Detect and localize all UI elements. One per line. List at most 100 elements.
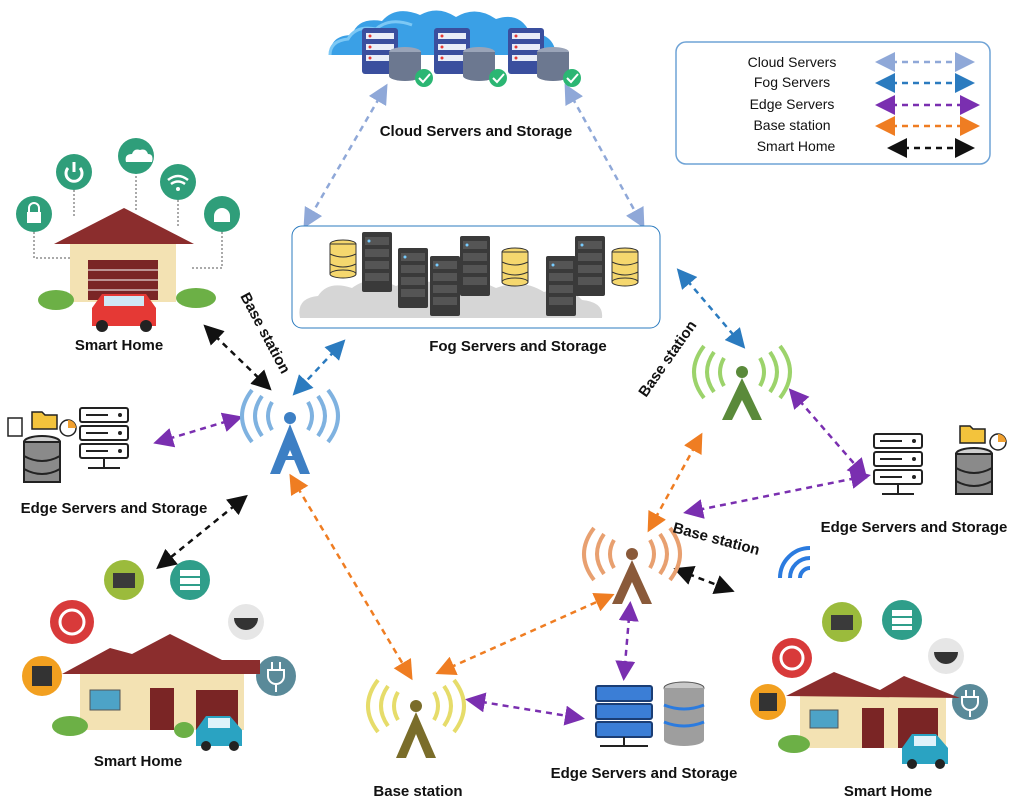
home-bottom-right-label: Smart Home — [844, 783, 932, 800]
base-station-center: Base station — [582, 519, 811, 604]
legend-item-home: Smart Home — [757, 138, 975, 158]
fog-database-1-icon — [329, 239, 357, 279]
power-icon — [56, 154, 92, 190]
arrow-cloud-fog-right — [564, 83, 645, 229]
camera-icon — [228, 604, 264, 640]
bs-bottom-label: Base station — [373, 783, 462, 800]
smart-home-bottom-right: Smart Home — [750, 600, 988, 800]
arrow-bsleft-bsbottom — [289, 473, 413, 681]
cloud-icon — [118, 138, 154, 174]
cloud-label: Cloud Servers and Storage — [380, 123, 573, 140]
edge-bottom-label: Edge Servers and Storage — [551, 765, 738, 782]
edge-servers-right: Edge Servers and Storage — [821, 425, 1008, 536]
base-station-bottom: Base station — [366, 678, 466, 800]
alarm-icon — [204, 196, 240, 232]
oven-icon — [750, 684, 786, 720]
oven-icon — [22, 656, 62, 696]
fog-label: Fog Servers and Storage — [429, 338, 607, 355]
bs-left-label: Base station — [236, 290, 293, 377]
cloud-server-2-icon — [434, 28, 507, 87]
tv-icon — [822, 602, 862, 642]
database-icon — [955, 447, 993, 495]
bs-right-label: Base station — [635, 317, 700, 400]
server-stack-icon — [873, 433, 923, 495]
tower-body — [612, 560, 652, 604]
car-icon — [902, 734, 948, 769]
antenna-tower-icon — [582, 526, 682, 582]
arrow-bsbottom-edge-bottom — [465, 692, 585, 726]
legend-label: Fog Servers — [754, 74, 830, 90]
tower-body — [270, 424, 310, 474]
database-icon — [663, 681, 705, 746]
database-icon — [23, 435, 61, 483]
tower-body — [396, 712, 436, 758]
fog-server-6-icon — [575, 236, 605, 296]
legend-item-edge: Edge Servers — [750, 95, 980, 115]
arrow-home-bs-left — [203, 324, 272, 391]
server-stack-icon — [595, 685, 653, 747]
arrow-bs-home-left — [156, 494, 248, 570]
document-icon — [7, 417, 23, 437]
legend-item-fog: Fog Servers — [754, 73, 975, 93]
server-icon — [882, 600, 922, 640]
wifi-icon — [778, 546, 811, 579]
pie-chart-icon — [989, 433, 1007, 451]
tv-icon — [104, 560, 144, 600]
folder-icon — [959, 425, 986, 444]
bs-center-label: Base station — [671, 519, 762, 559]
cloud-server-1-icon — [362, 28, 433, 87]
antenna-tower-icon — [692, 344, 792, 400]
legend-item-cloud: Cloud Servers — [748, 52, 975, 72]
folder-icon — [31, 411, 58, 430]
cloud-servers-node: Cloud Servers and Storage — [328, 10, 581, 140]
home-bottom-left-label: Smart Home — [94, 753, 182, 770]
antenna-tower-icon — [366, 678, 466, 734]
camera-icon — [928, 638, 964, 674]
house-icon — [778, 672, 960, 753]
fog-database-2-icon — [501, 247, 529, 287]
arrow-fog-bs-left — [292, 339, 346, 396]
cloud-server-3-icon — [508, 28, 581, 87]
fan-icon — [772, 638, 812, 678]
legend-label: Base station — [753, 117, 830, 133]
arrow-bscenter-home-right — [673, 566, 735, 594]
arrow-bsright-edge-right — [788, 388, 868, 479]
smart-home-top-left: Smart Home — [16, 138, 240, 354]
car-icon — [196, 716, 242, 751]
arrow-bsbottom-bscenter — [435, 592, 615, 676]
legend-item-bs: Base station — [753, 116, 980, 136]
edge-servers-left: Edge Servers and Storage — [7, 407, 208, 517]
arrow-cloud-fog-left — [303, 83, 388, 229]
edge-right-label: Edge Servers and Storage — [821, 519, 1008, 536]
tower-body — [722, 378, 762, 420]
server-stack-icon — [79, 407, 129, 469]
fan-icon — [50, 600, 94, 644]
arrow-bscenter-edge-bottom — [615, 601, 639, 681]
fog-server-5-icon — [546, 256, 576, 316]
pie-chart-icon — [59, 419, 77, 437]
car-icon — [92, 294, 156, 332]
connections — [153, 83, 871, 726]
legend-label: Smart Home — [757, 138, 836, 154]
legend-label: Cloud Servers — [748, 54, 837, 70]
edge-left-label: Edge Servers and Storage — [21, 500, 208, 517]
house-icon — [38, 208, 216, 310]
edge-servers-bottom: Edge Servers and Storage — [551, 681, 738, 782]
legend: Cloud Servers Fog Servers Edge Servers B… — [675, 41, 991, 165]
legend-label: Edge Servers — [750, 96, 835, 112]
fog-server-1-icon — [362, 232, 392, 292]
lock-icon — [16, 196, 52, 232]
wifi-icon — [160, 164, 196, 200]
plug-icon — [952, 684, 988, 720]
smart-home-bottom-left: Smart Home — [22, 560, 296, 770]
antenna-tower-icon — [240, 388, 340, 444]
fog-server-4-icon — [460, 236, 490, 296]
arrow-bscenter-bsright — [647, 432, 703, 533]
fog-server-2-icon — [398, 248, 428, 308]
arrow-fog-bs-right — [676, 268, 746, 349]
home-top-left-label: Smart Home — [75, 337, 163, 354]
base-station-right: Base station — [635, 317, 792, 420]
fog-servers-node: Fog Servers and Storage — [291, 225, 661, 355]
arrow-edge-right-bscenter — [683, 469, 871, 519]
